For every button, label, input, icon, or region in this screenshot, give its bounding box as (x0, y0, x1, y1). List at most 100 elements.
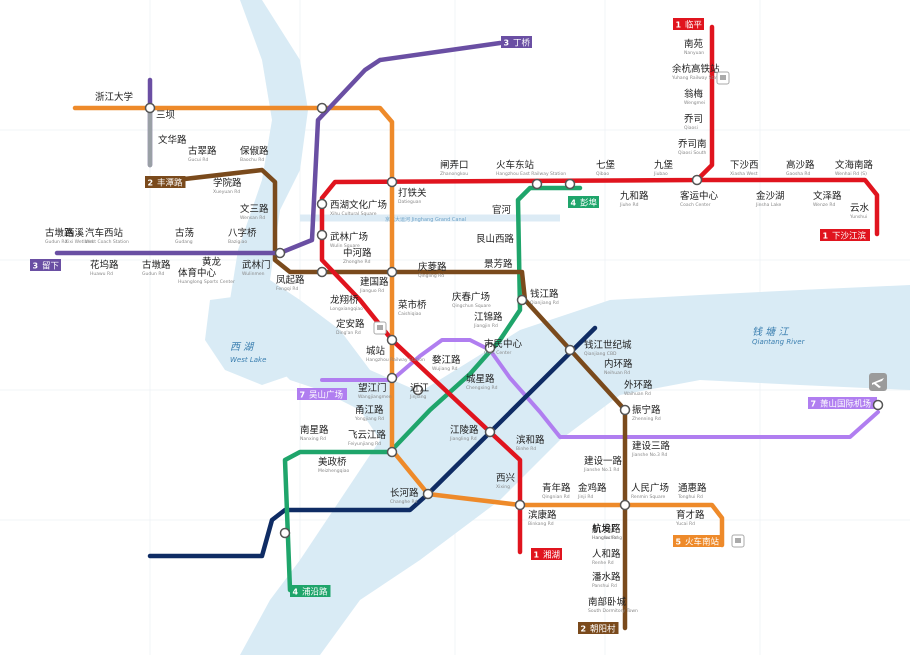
interchange-station[interactable] (619, 499, 631, 511)
interchange-station[interactable] (422, 488, 434, 500)
interchange-station[interactable] (691, 174, 703, 186)
interchange-station[interactable] (872, 399, 884, 411)
interchange-station[interactable] (316, 229, 328, 241)
station-label[interactable]: 艮山西路 (476, 233, 515, 245)
interchange-station[interactable] (412, 384, 424, 396)
station-label[interactable]: 浙江大学 (95, 91, 133, 103)
interchange-station[interactable] (619, 404, 631, 416)
line-1-east-path[interactable] (694, 177, 880, 237)
interchange-station[interactable] (386, 334, 398, 346)
station-label[interactable]: 三坝 (156, 110, 176, 121)
interchange-station[interactable] (316, 102, 328, 114)
interchange-station[interactable] (144, 102, 156, 114)
interchange-station[interactable] (386, 372, 398, 384)
line-1-path[interactable] (319, 24, 715, 555)
interchange-station[interactable] (514, 499, 526, 511)
station-label[interactable]: 黄龙 (202, 256, 222, 268)
line-2-path[interactable] (147, 167, 628, 631)
interchange-station[interactable] (484, 426, 496, 438)
line-4-path[interactable] (282, 185, 583, 593)
interchange-station[interactable] (279, 527, 291, 539)
interchange-station[interactable] (316, 266, 328, 278)
station-label[interactable]: 文华路 (158, 134, 187, 146)
station-label[interactable]: 官河 (492, 204, 512, 216)
interchange-station[interactable] (484, 342, 496, 354)
interchange-station[interactable] (531, 178, 543, 190)
